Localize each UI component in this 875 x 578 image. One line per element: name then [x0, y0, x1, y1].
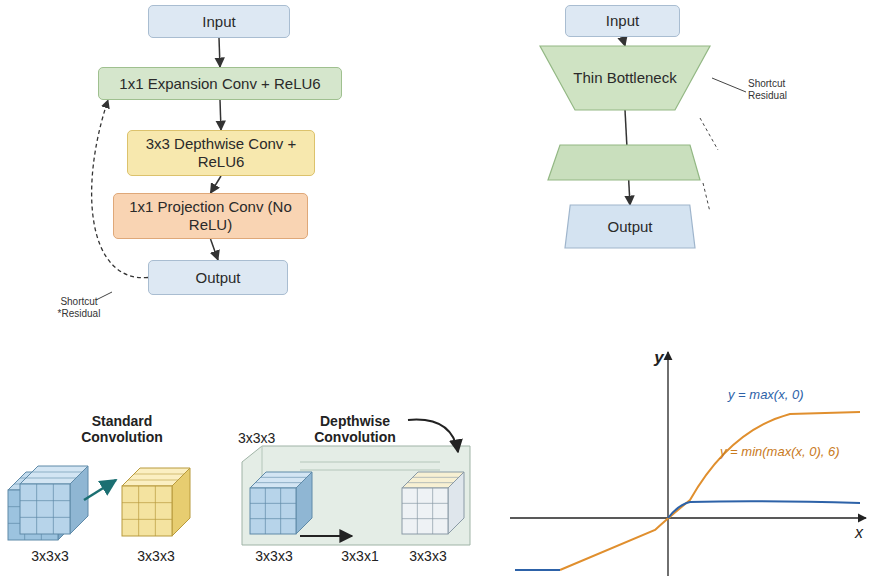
cube-side: [296, 472, 312, 534]
cube-grid: [407, 482, 453, 483]
leader-line: [96, 292, 112, 300]
depthwise-slab: [242, 446, 470, 545]
conv-arrow: [300, 535, 352, 537]
flow-arrow: [623, 37, 626, 46]
conv-arrow: [84, 480, 116, 500]
cube-grid: [53, 484, 54, 534]
trapezoid-shape: [565, 205, 695, 248]
illustration-label: 3x3x1: [330, 548, 390, 564]
cube-front: [250, 488, 296, 534]
shortcut-dashed: [700, 118, 718, 150]
graph-label: x: [852, 524, 866, 542]
cube-grid: [413, 477, 459, 478]
node-text: 1x1 Projection Conv (No ReLU): [120, 198, 301, 234]
cube-side: [172, 468, 190, 536]
cube-front: [20, 484, 70, 534]
flow-arrow: [219, 38, 220, 67]
y-axis: [667, 352, 668, 576]
illustration-label: Depthwise Convolution: [300, 413, 410, 445]
cube-front: [402, 488, 448, 534]
cube-grid: [122, 502, 172, 503]
graph-label: y = min(max(x, 0), 6): [720, 445, 870, 460]
shortcut-label: Shortcut *Residual: [48, 296, 110, 319]
illustration-label: Standard Convolution: [72, 413, 172, 445]
slab-edge: [300, 462, 440, 463]
cube-grid: [280, 488, 281, 534]
cube-grid: [128, 480, 178, 481]
flow-arrow: [211, 176, 222, 193]
flow-arrow: [220, 100, 221, 130]
illustration-label: 3x3x3: [244, 548, 304, 564]
trapezoid-shape: [540, 46, 710, 110]
process-box: 3x3 Depthwise Conv + ReLU6: [127, 130, 315, 176]
process-box: 1x1 Projection Conv (No ReLU): [113, 193, 308, 239]
cube-grid: [138, 486, 139, 536]
process-box: Input: [148, 5, 290, 38]
node-text: Thin Bottleneck: [573, 69, 676, 87]
layer-trapezoid: Output: [565, 205, 695, 248]
relu6-curve: [560, 412, 860, 570]
cube-grid: [155, 486, 156, 536]
cube-grid: [417, 488, 418, 534]
cube-group: [8, 466, 464, 540]
process-box: Output: [148, 260, 288, 295]
relu-curve: [515, 569, 560, 571]
cube-grid: [402, 518, 448, 519]
cube-grid: [250, 518, 296, 519]
pointer-arrow: [408, 420, 458, 452]
cube-grid: [20, 500, 70, 501]
illustration-label: 3x3x3: [398, 548, 458, 564]
cube-grid: [402, 503, 448, 504]
node-text: Input: [606, 12, 639, 30]
shortcut-connector: [92, 100, 148, 278]
cube-grid: [432, 488, 433, 534]
shortcut-dashed: [703, 183, 710, 212]
cube-grid: [36, 484, 37, 534]
cube-grid: [255, 482, 301, 483]
cube-side: [448, 472, 464, 534]
shortcut-label: Shortcut Residual: [748, 78, 818, 101]
leader-line: [712, 78, 746, 92]
cube-grid: [26, 478, 76, 479]
node-text: Output: [607, 218, 652, 236]
illustration-label: 3x3x3: [126, 548, 186, 564]
slab-edge: [300, 470, 440, 471]
graph-label: y: [652, 348, 666, 368]
process-box: 1x1 Expansion Conv + ReLU6: [98, 67, 342, 100]
cube-grid: [134, 474, 184, 475]
node-text: 3x3 Depthwise Conv + ReLU6: [134, 135, 308, 171]
cube-grid: [122, 519, 172, 520]
cube-grid: [250, 503, 296, 504]
cube-grid: [261, 477, 307, 478]
cube-grid: [265, 488, 266, 534]
illustration-label: 3x3x3: [20, 548, 80, 564]
node-text: Input: [202, 13, 235, 31]
relu-curve: [668, 501, 860, 518]
cube-grid: [20, 517, 70, 518]
node-text: 1x1 Expansion Conv + ReLU6: [119, 75, 320, 93]
graph-label: y = max(x, 0): [728, 388, 868, 403]
layer-trapezoid: Thin Bottleneck: [540, 46, 710, 110]
process-box: Input: [565, 5, 680, 37]
cube-front: [122, 486, 172, 536]
x-axis: [510, 517, 866, 518]
illustration-label: 3x3x3: [238, 430, 298, 446]
flow-arrow: [211, 239, 219, 260]
node-text: Output: [195, 269, 240, 287]
cube-grid: [32, 472, 82, 473]
expanded-layer-shape: [548, 145, 700, 180]
